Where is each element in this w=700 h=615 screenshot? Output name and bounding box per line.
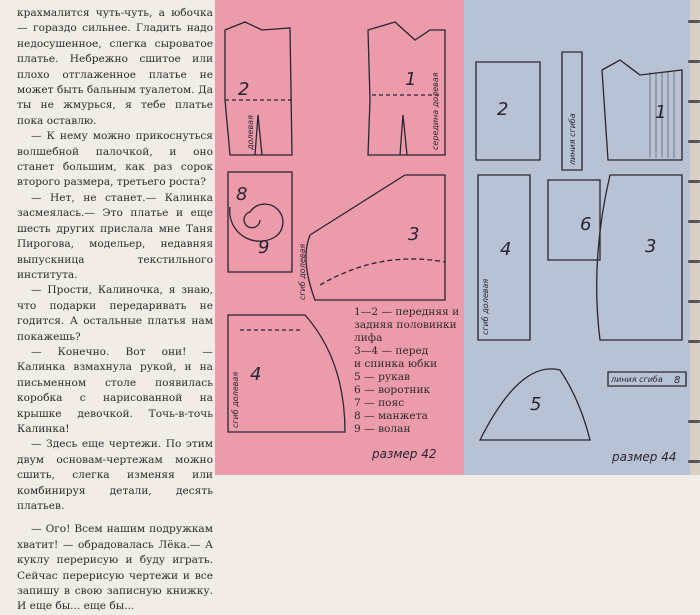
- binding-ring: [688, 420, 700, 423]
- binding-ring: [688, 220, 700, 223]
- piece-number: 3: [408, 224, 419, 245]
- legend-line: 9 — волан: [354, 423, 411, 435]
- piece-number: 2: [238, 79, 249, 100]
- paragraph: — Нет, не станет.— Калинка засмеялась.— …: [17, 191, 213, 281]
- piece-numbers: 2 1 8 9 3 4 2 1 4 6 3 5 8 долевая середи…: [231, 69, 680, 428]
- size-label-44: размер 44: [612, 450, 677, 464]
- legend-line: лифа: [354, 332, 383, 344]
- binding-ring: [688, 180, 700, 183]
- grain-label: долевая: [246, 115, 255, 151]
- piece-number: 4: [500, 239, 511, 260]
- pattern-piece-4-size42: [227, 314, 346, 433]
- pattern-pieces-size44: [475, 51, 687, 441]
- size-label-42: размер 42: [372, 447, 437, 461]
- binding-ring: [688, 300, 700, 303]
- pleat-lines: [649, 72, 675, 158]
- binding-ring: [688, 260, 700, 263]
- fold-label: линия сгиба: [568, 113, 577, 166]
- binding-ring: [688, 100, 700, 103]
- paragraph: — К нему можно прикоснуться волшебной па…: [17, 130, 213, 189]
- piece-number: 2: [497, 99, 508, 120]
- piece-number: 8: [674, 375, 680, 386]
- piece-number: 6: [580, 214, 591, 235]
- legend-line: и спинка юбки: [354, 358, 438, 370]
- pattern-panel-size-44: [464, 0, 690, 475]
- pattern-piece-9-size42: [227, 171, 293, 273]
- paragraph: — Конечно. Вот они! — Калинка взмахнула …: [17, 345, 213, 435]
- piece-number: 9: [258, 237, 269, 258]
- fold-label: линия сгиба: [610, 375, 663, 384]
- legend-line: задняя половинки: [354, 319, 457, 331]
- paragraph: — Прости, Калиночка, я знаю, что подарки…: [17, 284, 213, 343]
- binding-ring: [688, 340, 700, 343]
- legend-line: 3—4 — перед: [354, 345, 429, 357]
- pattern-piece-3-size42: [305, 174, 446, 301]
- grain-label: середина долевая: [431, 72, 440, 150]
- binding-ring: [688, 140, 700, 143]
- pattern-panel-size-42: [215, 0, 464, 475]
- paragraph: крахмалится чуть-чуть, а юбочка — горазд…: [17, 7, 213, 127]
- piece-number: 4: [250, 364, 261, 385]
- grain-label: сгиб долевая: [481, 279, 490, 335]
- grain-label: сгиб долевая: [231, 372, 240, 428]
- legend-line: 7 — пояс: [354, 397, 405, 409]
- pattern-legend: 1—2 — передняя и задняя половинки лифа 3…: [354, 306, 464, 436]
- piece-number: 1: [655, 102, 666, 123]
- legend-line: 5 — рукав: [354, 371, 410, 383]
- binding-ring: [688, 460, 700, 463]
- binding-ring: [688, 60, 700, 63]
- piece-number: 3: [645, 236, 656, 257]
- binding-ring: [688, 20, 700, 23]
- piece-number: 8: [236, 184, 247, 205]
- sewing-patterns-drawing: [224, 21, 687, 441]
- piece-number: 5: [530, 394, 541, 415]
- spiral-binding: [690, 0, 700, 475]
- legend-line: 6 — воротник: [354, 384, 431, 396]
- piece-number: 1: [405, 69, 416, 90]
- legend-line: 8 — манжета: [354, 410, 428, 422]
- pattern-piece-1-size42: [367, 21, 446, 156]
- paragraph: — Ого! Всем нашим подружкам хватит! — об…: [17, 523, 213, 613]
- legend-line: 1—2 — передняя и: [354, 306, 460, 318]
- pattern-piece-2-size42: [224, 21, 293, 156]
- grain-label: сгиб долевая: [298, 244, 307, 300]
